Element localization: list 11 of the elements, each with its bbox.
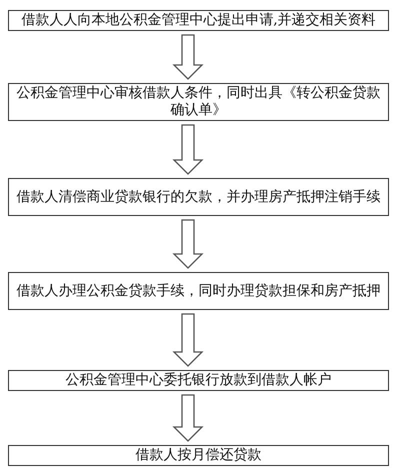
process-box: 借款人办理公积金贷款手续，同时办理贷款担保和房产抵押 — [8, 272, 389, 310]
block-arrow — [172, 219, 204, 269]
process-box: 公积金管理中心审核借款人条件，同时出具《转公积金贷款确认单》 — [8, 83, 389, 121]
block-arrow — [172, 313, 204, 367]
process-box: 借款人按月偿还贷款 — [8, 445, 389, 466]
process-box: 借款人人向本地公积金管理中心提出申请,并递交相关资料 — [8, 10, 389, 31]
block-arrow — [172, 34, 204, 80]
block-arrow — [172, 124, 204, 175]
process-box: 公积金管理中心委托银行放款到借款人帐户 — [8, 370, 389, 391]
block-arrow — [172, 394, 204, 442]
process-box: 借款人清偿商业贷款银行的欠款，并办理房产抵押注销手续 — [8, 178, 389, 216]
